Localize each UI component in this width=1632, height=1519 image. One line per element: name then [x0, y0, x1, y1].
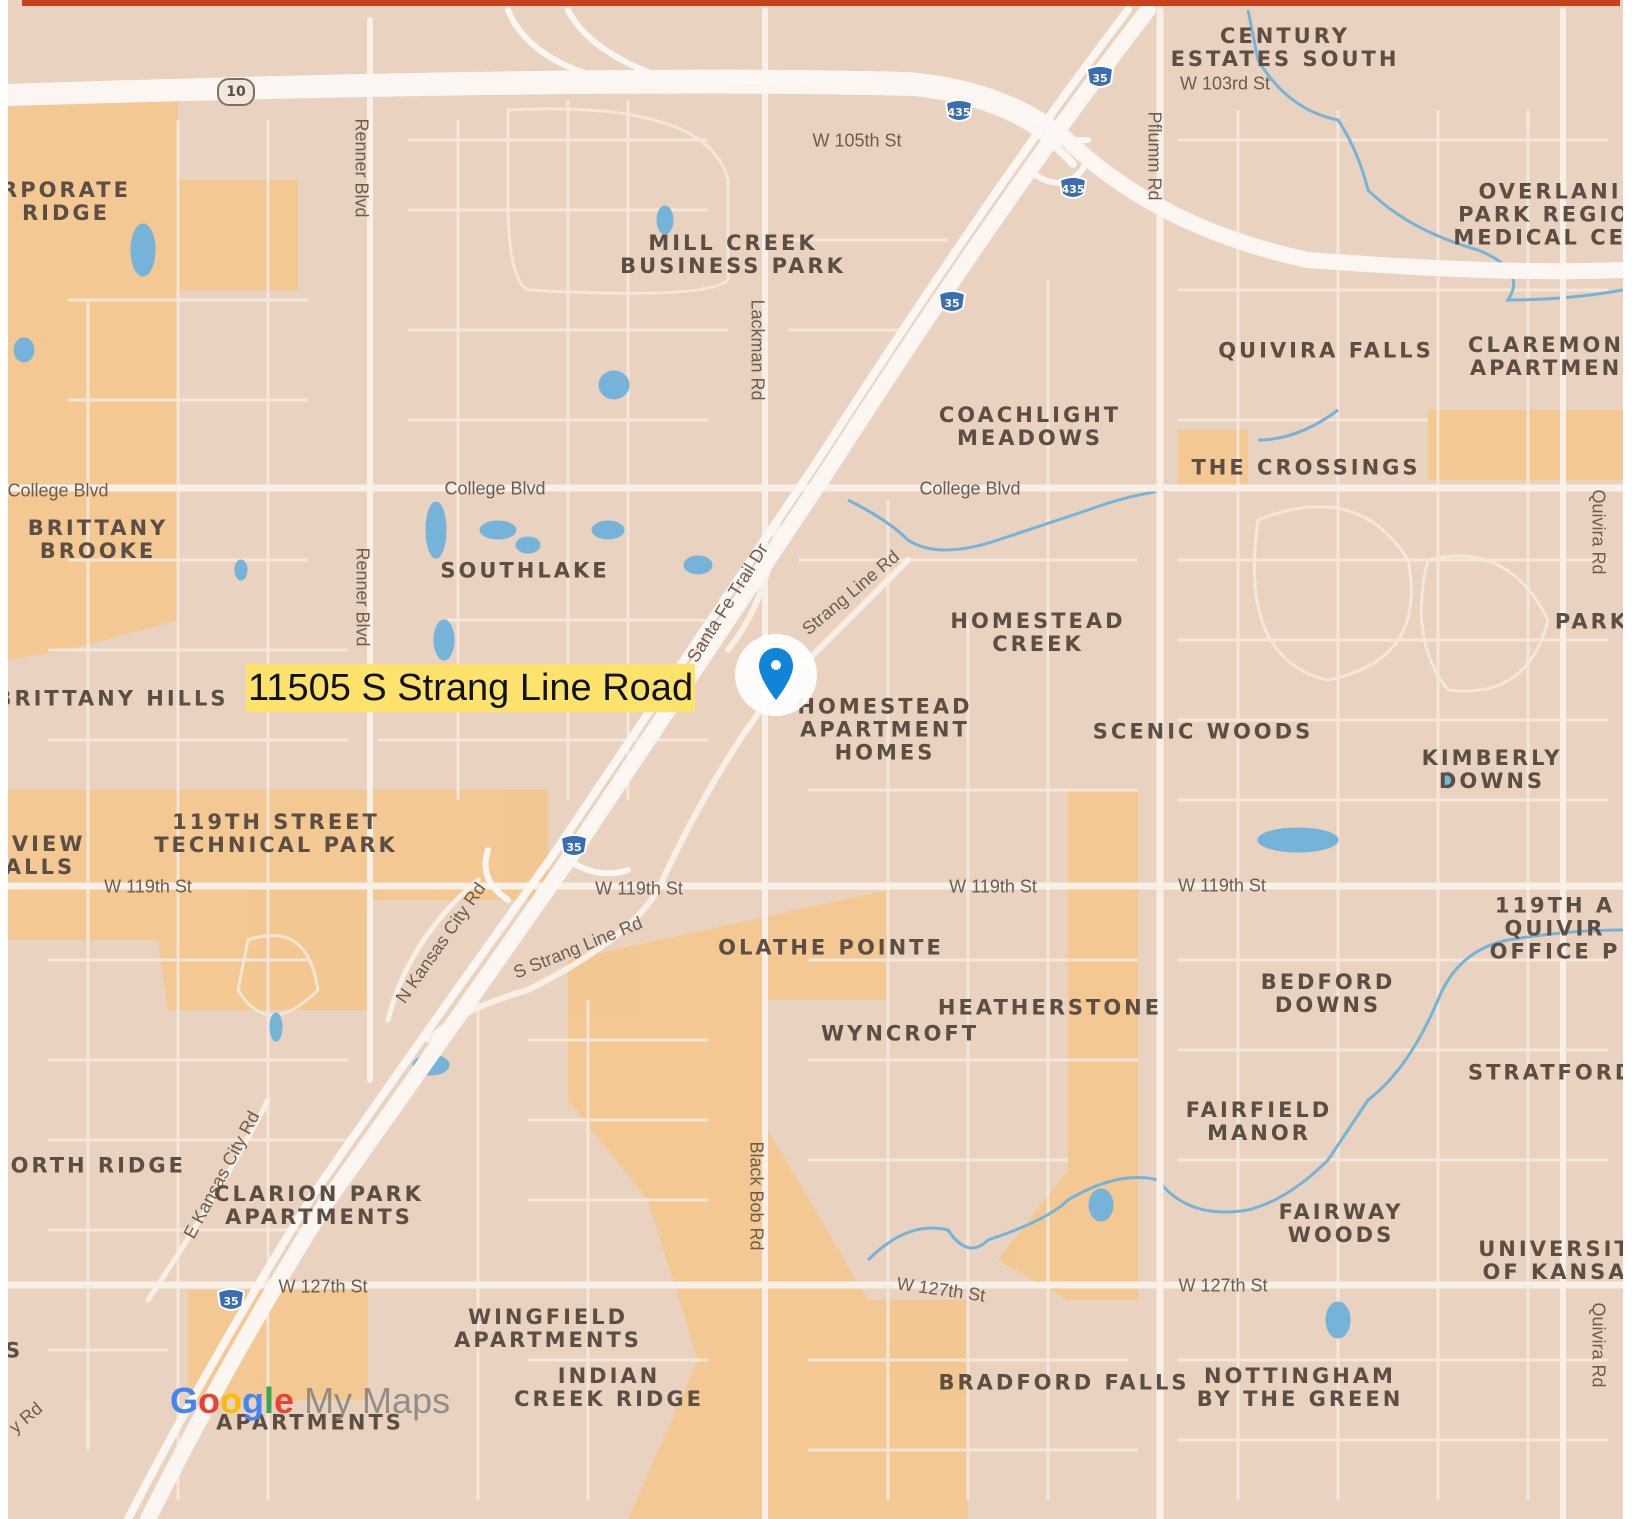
- area-label-clarion-park-apartments: CLARION PARK APARTMENTS: [214, 1182, 424, 1229]
- interstate-35-shield: 35: [216, 1286, 246, 1314]
- minor-streets: [48, 100, 1608, 1500]
- road-label-college-blvd: College Blvd: [8, 480, 109, 501]
- area-label-s: S: [8, 1338, 24, 1363]
- road-label-w-103rd: W 103rd St: [1179, 73, 1271, 94]
- area-label-heatherstone: HEATHERSTONE: [937, 995, 1163, 1020]
- interstate-35-shield: 35: [1085, 63, 1115, 91]
- interstate-35-shield: 35: [559, 832, 589, 860]
- road-label-black-bob-rd: Black Bob Rd: [746, 1141, 767, 1251]
- area-label-119th-quivira-office: 119TH A QUIVIR OFFICE P: [1489, 893, 1621, 964]
- shield-number: 35: [944, 297, 960, 310]
- area-label-olathe-pointe: OLATHE POINTE: [718, 935, 944, 960]
- road-label-pflumm-rd: Pflumm Rd: [1144, 111, 1165, 201]
- area-label-southlake: SOUTHLAKE: [440, 558, 610, 583]
- major-roads: [8, 6, 1623, 1519]
- road-label-w-119th: W 119th St: [1178, 875, 1266, 896]
- area-label-corporate-ridge: RPORATE RIDGE: [8, 178, 131, 225]
- urban-area-tech-park: [288, 900, 368, 1000]
- shield-number: 435: [1061, 183, 1085, 196]
- road-label-college-blvd: College Blvd: [444, 478, 546, 499]
- road-label-w-119th: W 119th St: [595, 878, 683, 899]
- area-label-coachlight-meadows: COACHLIGHT MEADOWS: [938, 403, 1122, 450]
- road-label-renner-blvd: Renner Blvd: [352, 547, 373, 647]
- shield-number: 35: [566, 841, 582, 854]
- google-my-maps-logo: Google My Maps: [170, 1380, 451, 1421]
- road-label-w-105th: W 105th St: [812, 130, 902, 151]
- shield-number: 35: [223, 1295, 239, 1308]
- area-label-century-estates-south: CENTURY ESTATES SOUTH: [1170, 24, 1400, 71]
- area-label-eview-falls: EVIEW ALLS: [8, 832, 86, 879]
- map-base-layer: [8, 2, 1623, 1519]
- interstate-435-shield: 435: [1058, 174, 1088, 202]
- location-marker[interactable]: [735, 634, 817, 716]
- top-accent-bar: [22, 0, 1620, 6]
- area-label-indian-creek-ridge: INDIAN CREEK RIDGE: [514, 1364, 704, 1411]
- area-label-apartments: APARTMENTS: [216, 1410, 404, 1435]
- area-label-brittany-brooke: BRITTANY BROOKE: [27, 516, 169, 563]
- address-label[interactable]: 11505 S Strang Line Road: [246, 664, 696, 712]
- area-label-scenic-woods: SCENIC WOODS: [1092, 719, 1314, 744]
- area-label-quivira-falls: QUIVIRA FALLS: [1218, 338, 1434, 363]
- urban-area-east-edge: [1428, 410, 1623, 480]
- area-label-fairfield-manor: FAIRFIELD MANOR: [1185, 1098, 1333, 1145]
- water-features: [13, 9, 1623, 1339]
- road-label-college-blvd: College Blvd: [919, 478, 1021, 499]
- interstate-35-shield: 35: [937, 288, 967, 316]
- urban-area-crossings: [1178, 430, 1248, 490]
- area-label-fairway-woods: FAIRWAY WOODS: [1278, 1200, 1404, 1247]
- my-maps-text: My Maps: [294, 1380, 451, 1421]
- urban-area-southwest: [8, 790, 548, 1010]
- interstate-435-shield: 435: [944, 97, 974, 125]
- area-label-bradford-falls: BRADFORD FALLS: [938, 1370, 1190, 1395]
- location-pin-icon: [759, 648, 793, 700]
- road-label-quivira-rd: Quivira Rd: [1588, 1302, 1609, 1388]
- highways: [8, 2, 1623, 1519]
- road-label-w-127th: W 127th St: [1178, 1275, 1268, 1296]
- road-label-w-127th: W 127th St: [278, 1276, 368, 1297]
- area-label-north-ridge: NORTH RIDGE: [8, 1153, 186, 1178]
- area-label-nottingham-by-the-green: NOTTINGHAM BY THE GREEN: [1196, 1364, 1404, 1411]
- area-label-wingfield-apartments: WINGFIELD APARTMENTS: [454, 1305, 642, 1352]
- road-label-w-119th: W 119th St: [949, 876, 1037, 897]
- area-label-119th-street-technical-park: 119TH STREET TECHNICAL PARK: [154, 810, 398, 857]
- road-label-w-119th: W 119th St: [104, 876, 192, 897]
- map-canvas[interactable]: 10 35 435 435 35 35 35 W 103rd St W 105t…: [8, 0, 1623, 1519]
- shield-number: 35: [1092, 72, 1108, 85]
- area-label-homestead-creek: HOMESTEAD CREEK: [950, 609, 1126, 656]
- area-label-mill-creek-business-park: MILL CREEK BUSINESS PARK: [620, 231, 846, 278]
- area-label-kimberly-downs: KIMBERLY DOWNS: [1421, 746, 1563, 793]
- urban-area-east-corridor: [998, 790, 1138, 1300]
- road-label-lackman-rd: Lackman Rd: [747, 299, 768, 401]
- area-label-stratford: STRATFORD P: [1467, 1060, 1623, 1085]
- road-label-renner-blvd: Renner Blvd: [351, 118, 372, 218]
- urban-area-west: [8, 100, 298, 660]
- area-label-bedford-downs: BEDFORD DOWNS: [1260, 970, 1396, 1017]
- shield-number: 435: [947, 106, 971, 119]
- area-label-park: PARK: [1554, 609, 1623, 634]
- area-label-brittany-hills: BRITTANY HILLS: [8, 686, 229, 711]
- area-label-claremont-apartments: CLAREMON APARTMEN: [1468, 333, 1623, 380]
- road-label-quivira-rd: Quivira Rd: [1588, 489, 1609, 575]
- area-label-homestead-apartment-homes: HOMESTEAD APARTMENT HOMES: [797, 694, 973, 765]
- area-label-the-crossings: THE CROSSINGS: [1191, 455, 1421, 480]
- area-label-wyncroft: WYNCROFT: [820, 1021, 980, 1046]
- area-label-university-of-kansas: UNIVERSIT OF KANSA: [1478, 1237, 1623, 1284]
- route-10-shield: 10: [217, 78, 255, 106]
- area-label-overland-park-regional: OVERLANI PARK REGIOI MEDICAL CEN: [1453, 179, 1623, 250]
